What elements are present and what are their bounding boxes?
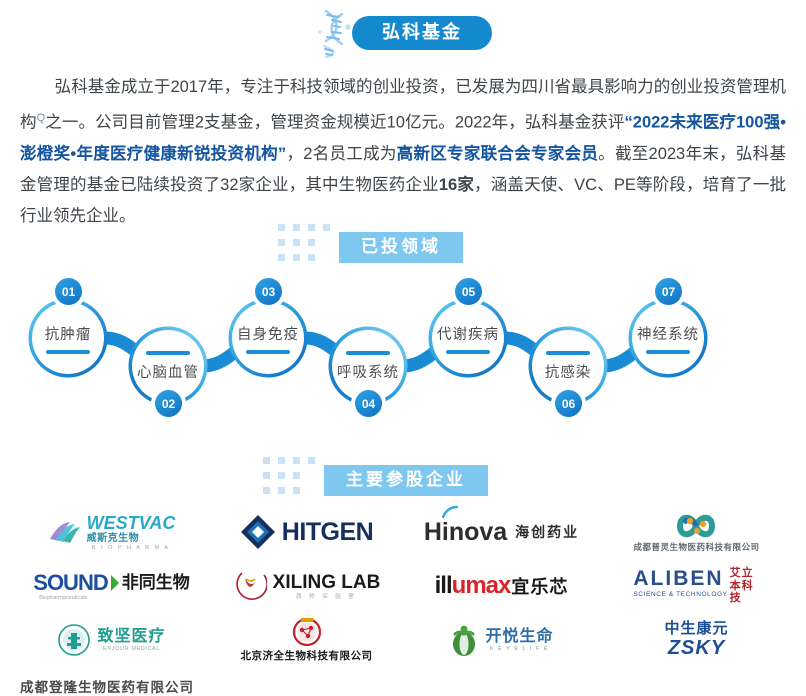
- logo-text-cn: 宜乐芯: [511, 577, 569, 597]
- hinova-swoosh-icon: [441, 505, 458, 518]
- flow-node-dash: [646, 349, 690, 354]
- para-highlight-award: 2022未来医疗100强•澎橙奖•年度医疗健康新锐投资机构: [20, 113, 786, 163]
- section-title-portfolio-companies: 主要参股企业: [324, 465, 488, 496]
- flow-node-dash: [246, 349, 290, 354]
- logo-text-cn: 威斯克生物: [86, 533, 140, 545]
- portfolio-company-logo-grid: WESTVAC 威斯克生物 B I O P H A R M A HITGEN H…: [14, 503, 794, 669]
- logo-puling[interactable]: 成都普灵生物医药科技有限公司: [599, 503, 794, 561]
- query-marker-icon: Q: [36, 112, 46, 124]
- logo-text-cn: 艾立本科技: [729, 567, 754, 605]
- dna-dot: [345, 24, 351, 30]
- section-header-invested-fields: 已投领域: [278, 224, 463, 263]
- logo-text-sub: Biopharmaceuticals: [39, 595, 88, 602]
- flow-node-badge-04: 04: [355, 390, 382, 417]
- logo-text-en: HITGEN: [281, 517, 374, 546]
- westvac-mark-icon: [49, 522, 80, 543]
- para-seg-2: 之一。公司目前管理2支基金，管理资金规模近10亿元。2022年，弘科基金获评: [45, 113, 625, 132]
- flow-node-04[interactable]: 呼吸系统: [332, 330, 404, 402]
- logo-text-en: ALIBEN: [633, 567, 724, 591]
- logo-text-en: umax: [451, 572, 512, 599]
- sound-arc-icon: [110, 574, 119, 591]
- flow-node-06[interactable]: 抗感染: [532, 330, 604, 402]
- para-seg-1: 弘科基金成立于2017年，专注于科技领域的创业投资，已发展为四川省最具影响力的创…: [20, 78, 786, 132]
- jiquan-mark-icon: [292, 618, 321, 647]
- para-highlight-expert: 高新区专家联合会专家会员: [396, 144, 599, 163]
- logo-jiquan[interactable]: 北京济全生物科技有限公司: [209, 611, 404, 669]
- logo-hitgen[interactable]: HITGEN: [209, 503, 404, 561]
- dna-dot: [318, 30, 322, 34]
- puling-mark-icon: [677, 514, 716, 538]
- decorative-dot-grid: [278, 224, 330, 261]
- logo-xilinglab[interactable]: XILING LAB 西 岭 实 验 室: [209, 561, 404, 611]
- flow-node-label: 心脑血管: [137, 364, 199, 381]
- flow-node-badge-01: 01: [55, 278, 82, 305]
- logo-text-sub: 西 岭 实 验 室: [296, 593, 357, 600]
- logo-text-sub: ENJOUR MEDICAL: [102, 646, 160, 653]
- section-header-portfolio-companies: 主要参股企业: [263, 457, 488, 496]
- dna-helix-icon: [318, 9, 351, 58]
- logo-text-en: ZSKY: [667, 637, 726, 660]
- keyelife-mark-icon: [453, 625, 476, 656]
- flow-node-badge-05: 05: [455, 278, 482, 305]
- flow-node-01[interactable]: 抗肿瘤: [32, 302, 104, 374]
- logo-hinova[interactable]: Hinova 海创药业: [404, 503, 599, 561]
- logo-text-cn: 北京济全生物科技有限公司: [240, 650, 373, 663]
- zhijian-mark-icon: [58, 624, 91, 656]
- logo-text-en: XILING LAB: [272, 571, 381, 593]
- logo-text-en: Hinova: [423, 517, 508, 546]
- para-highlight-count: 16家: [438, 175, 475, 194]
- logo-keyelife[interactable]: 开悦生命 K E Y E L I F E: [404, 611, 599, 669]
- flow-node-label: 呼吸系统: [337, 364, 399, 381]
- xilinglab-mark-icon: [235, 572, 267, 600]
- logo-sound[interactable]: SOUND 非同生物 Biopharmaceuticals: [14, 561, 209, 611]
- para-seg-4: 。截至2023年末，弘科基金管理的基金已陆续投资了32家企业，其中生物医药企业: [20, 144, 786, 194]
- logo-zsky[interactable]: 中生康元 ZSKY: [599, 611, 794, 669]
- logo-text-cn: 非同生物: [121, 573, 190, 593]
- para-quote-open: “: [624, 113, 633, 132]
- flow-node-05[interactable]: 代谢疾病: [432, 302, 504, 374]
- logo-text-sub: B I O P H A R M A: [91, 544, 171, 551]
- page-title-row: 弘科基金: [0, 8, 806, 58]
- logo-westvac[interactable]: WESTVAC 威斯克生物 B I O P H A R M A: [14, 503, 209, 561]
- logo-text-cn: 开悦生命: [485, 627, 554, 645]
- flow-node-label: 抗肿瘤: [44, 326, 92, 343]
- flow-node-badge-02: 02: [155, 390, 182, 417]
- flow-node-dash: [546, 350, 590, 355]
- flow-node-label: 抗感染: [544, 364, 592, 381]
- footer-company-name: 成都登隆生物医药有限公司: [20, 680, 194, 695]
- invested-fields-flow-diagram: 抗肿瘤 01 心脑血管 02 自身免疫 03 呼吸系统 04 代谢疾病 05 抗…: [0, 272, 806, 432]
- logo-text-en: SOUND: [33, 570, 108, 596]
- page-title: 弘科基金: [352, 16, 492, 50]
- logo-text-sub: K E Y E L I F E: [489, 646, 550, 653]
- hitgen-mark-icon: [240, 515, 275, 549]
- flow-node-03[interactable]: 自身免疫: [232, 302, 304, 374]
- decorative-dot-grid: [263, 457, 315, 494]
- logo-text-en: WESTVAC: [86, 512, 176, 533]
- logo-text-cn: 中生康元: [664, 619, 729, 637]
- flow-node-dash: [146, 350, 190, 355]
- flow-node-badge-06: 06: [555, 390, 582, 417]
- logo-text-sub: SCIENCE & TECHNOLOGY: [633, 591, 728, 599]
- flow-node-dash: [346, 350, 390, 355]
- flow-node-07[interactable]: 神经系统: [632, 302, 704, 374]
- para-quote-close: ”: [277, 144, 287, 163]
- section-title-invested-fields: 已投领域: [339, 232, 463, 263]
- logo-text-cn: 海创药业: [515, 524, 580, 540]
- fund-description-paragraph: 弘科基金成立于2017年，专注于科技领域的创业投资，已发展为四川省最具影响力的创…: [20, 72, 786, 232]
- logo-text-cn: 成都普灵生物医药科技有限公司: [633, 542, 760, 553]
- para-seg-3: ，2名员工成为: [286, 144, 397, 163]
- flow-node-badge-03: 03: [255, 278, 282, 305]
- flow-node-label: 代谢疾病: [437, 326, 499, 343]
- logo-aliben[interactable]: ALIBEN SCIENCE & TECHNOLOGY 艾立本科技: [599, 561, 794, 611]
- flow-node-dash: [46, 349, 90, 354]
- logo-text-cn: 致坚医疗: [97, 627, 166, 645]
- flow-node-dash: [446, 349, 490, 354]
- flow-node-label: 自身免疫: [237, 326, 299, 343]
- logo-zhijian[interactable]: 致坚医疗 ENJOUR MEDICAL: [14, 611, 209, 669]
- flow-node-badge-07: 07: [655, 278, 682, 305]
- para-seg-5: ，涵盖天使、VC、PE等阶段，培育了一批行业领先企业。: [20, 175, 786, 225]
- flow-node-label: 神经系统: [637, 326, 699, 343]
- logo-illumax[interactable]: illumax 宜乐芯: [434, 572, 569, 599]
